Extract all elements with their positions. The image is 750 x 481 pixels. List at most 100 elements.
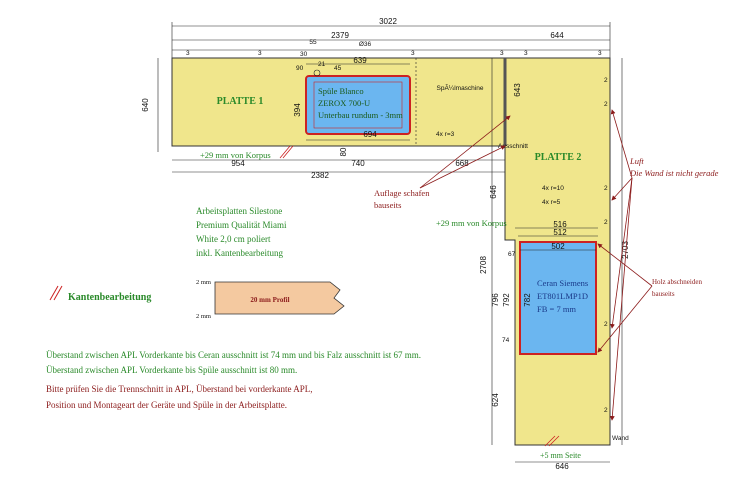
dim-30: 30: [300, 51, 308, 58]
dim-dia36: Ø36: [359, 41, 372, 48]
radius-4x3: 4x r=3: [436, 131, 455, 138]
dim-55: 55: [309, 39, 317, 46]
dim-796: 796: [491, 293, 500, 307]
radius-4x5: 4x r=5: [542, 199, 561, 206]
material-line-4: inkl. Kantenbearbeitung: [196, 248, 283, 258]
dim-2b: 2: [604, 101, 608, 108]
holz-arrow-1: [597, 243, 653, 287]
kanten-mark-a: [49, 285, 59, 301]
dim-2379: 2379: [331, 31, 349, 40]
wall-arrow-1: [610, 109, 633, 179]
dim-3a: 3: [186, 50, 190, 57]
auflage-arrow-2: [419, 145, 506, 189]
dim-646a: 646: [489, 185, 498, 199]
dim-502: 502: [551, 242, 565, 251]
dim-646b: 646: [555, 462, 569, 471]
info-line-1: Überstand zwischen APL Vorderkante bis C…: [46, 350, 421, 360]
profile-bottom: 2 mm: [196, 313, 211, 320]
dim-2703: 2703: [621, 241, 630, 259]
dim-394: 394: [293, 103, 302, 117]
dim-3022: 3022: [379, 17, 397, 26]
sink-cutout: [305, 75, 411, 135]
sink-line-3: Unterbau rundum - 3mm: [318, 110, 403, 120]
dim-2708: 2708: [479, 256, 488, 274]
cooktop-line-2: ET801LMP1D: [537, 291, 588, 301]
seite-mark: [544, 435, 556, 447]
korpus-note-1: +29 mm von Korpus: [200, 150, 271, 160]
auflage-note-2: bauseits: [374, 200, 401, 210]
dim-67: 67: [508, 251, 516, 258]
wall-tag: Wand: [612, 435, 629, 442]
korpus-mark-1b: [282, 145, 294, 159]
kanten-mark-b: [53, 285, 63, 301]
dim-3f: 3: [598, 50, 602, 57]
dim-512: 512: [553, 228, 567, 237]
wall-note: Die Wand ist nicht gerade: [629, 168, 719, 178]
profile-label: 20 mm Profil: [250, 296, 289, 304]
dim-3c: 3: [411, 50, 415, 57]
dim-668: 668: [455, 159, 469, 168]
dim-2d: 2: [604, 219, 608, 226]
wall-arrow-4: [609, 177, 633, 421]
dim-644: 644: [550, 31, 564, 40]
material-line-1: Arbeitsplatten Silestone: [196, 206, 282, 216]
dim-782: 782: [523, 293, 532, 307]
dim-792: 792: [502, 293, 511, 307]
korpus-note-2: +29 mm von Korpus: [436, 218, 507, 228]
sink-line-1: Spüle Blanco: [318, 86, 364, 96]
dishwasher-label: SpÃ¼lmaschine: [437, 83, 484, 92]
seite-note: +5 mm Seite: [540, 451, 581, 460]
dim-45: 45: [334, 65, 342, 72]
cooktop-cutout: [519, 241, 597, 355]
cooktop-line-3: FB = 7 mm: [537, 304, 576, 314]
sink-inner-line: [313, 81, 403, 129]
top-dimensions: 3022 2379 644 55 Ø36 3 3 30 3 3 3 3: [171, 17, 611, 58]
dim-90: 90: [296, 65, 304, 72]
holz-note-1: Holz abschneiden: [652, 278, 702, 286]
info-line-3: Bitte prüfen Sie die Trennschnitt in APL…: [46, 384, 312, 394]
info-line-4: Position und Montageart der Geräte und S…: [46, 400, 287, 410]
dim-2a: 2: [604, 77, 608, 84]
seite-mark-b: [548, 435, 560, 447]
kanten-label: Kantenbearbeitung: [68, 292, 151, 303]
dim-694: 694: [363, 130, 377, 139]
bottom-dimensions: 954 740 668 2382: [172, 159, 505, 180]
dim-3e: 3: [524, 50, 528, 57]
dim-640: 640: [141, 98, 150, 112]
dim-624: 624: [491, 393, 500, 407]
panel-platte-2-label: PLATTE 2: [535, 152, 582, 163]
dim-639: 639: [353, 56, 367, 65]
holz-arrow-2: [597, 285, 653, 353]
dim-80: 80: [339, 147, 348, 156]
luft-note: Luft: [629, 156, 644, 166]
edge-profile-shape: [214, 281, 345, 315]
dim-3d: 3: [500, 50, 504, 57]
profile-top: 2 mm: [196, 279, 211, 286]
auflage-note-1: Auflage schafen: [374, 188, 430, 198]
wall-arrow-3: [610, 177, 633, 329]
dim-643: 643: [513, 83, 522, 97]
material-line-2: Premium Qualität Miami: [196, 220, 287, 230]
auflage-arrow-1: [419, 115, 511, 189]
dim-74: 74: [502, 337, 510, 344]
left-dimension: 640: [141, 58, 159, 152]
panel-platte-1-label: PLATTE 1: [217, 96, 264, 107]
info-line-2: Überstand zwischen APL Vorderkante bis S…: [46, 365, 297, 375]
cooktop-line-1: Ceran Siemens: [537, 278, 588, 288]
dim-21: 21: [318, 61, 326, 68]
dim-516: 516: [553, 220, 567, 229]
dim-2c: 2: [604, 185, 608, 192]
korpus-mark-1: [279, 145, 291, 159]
dim-2f: 2: [604, 407, 608, 414]
cutout-tag: Ausschnitt: [498, 143, 528, 150]
dim-740: 740: [351, 159, 365, 168]
sink-line-2: ZEROX 700-U: [318, 98, 370, 108]
tap-hole-icon: [313, 69, 321, 77]
dim-2382: 2382: [311, 171, 329, 180]
dim-3b: 3: [258, 50, 262, 57]
dim-954: 954: [231, 159, 245, 168]
wall-arrow-2: [611, 177, 633, 201]
radius-4x10: 4x r=10: [542, 185, 564, 192]
